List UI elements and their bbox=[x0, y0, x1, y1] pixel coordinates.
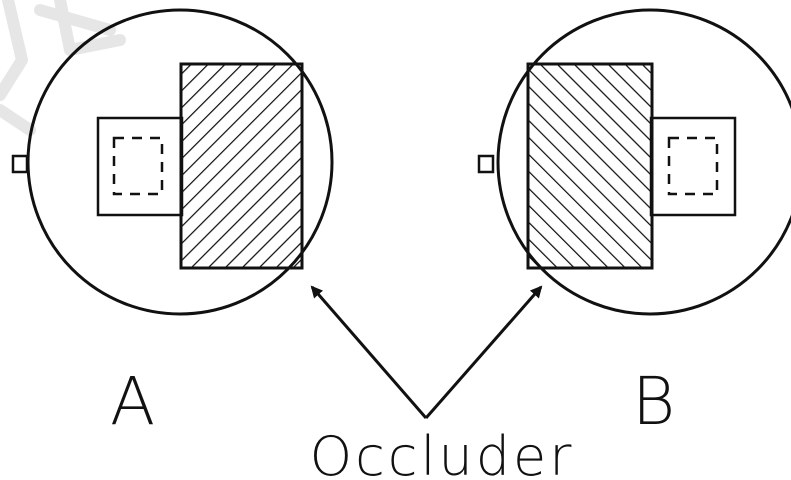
hidden-target-a bbox=[112, 136, 164, 196]
arrow-to-occluder-b bbox=[424, 285, 543, 419]
occluder-b bbox=[526, 62, 654, 270]
target-box-b bbox=[649, 116, 737, 217]
watermark bbox=[0, 0, 126, 136]
eye-nub-b bbox=[477, 154, 495, 174]
occluder-caption: Occluder bbox=[310, 425, 575, 480]
target-box-a bbox=[96, 116, 184, 217]
panel-b: B bbox=[477, 8, 791, 440]
occluder-arrows bbox=[310, 285, 543, 419]
eye-globe-b bbox=[496, 8, 791, 316]
hidden-target-b bbox=[667, 136, 719, 196]
panel-a: A bbox=[11, 8, 334, 440]
panel-label-a: A bbox=[110, 363, 155, 440]
panel-label-b: B bbox=[632, 363, 675, 440]
arrow-to-occluder-a bbox=[310, 285, 428, 419]
occluder-a bbox=[179, 62, 304, 270]
eye-nub-a bbox=[11, 154, 29, 174]
